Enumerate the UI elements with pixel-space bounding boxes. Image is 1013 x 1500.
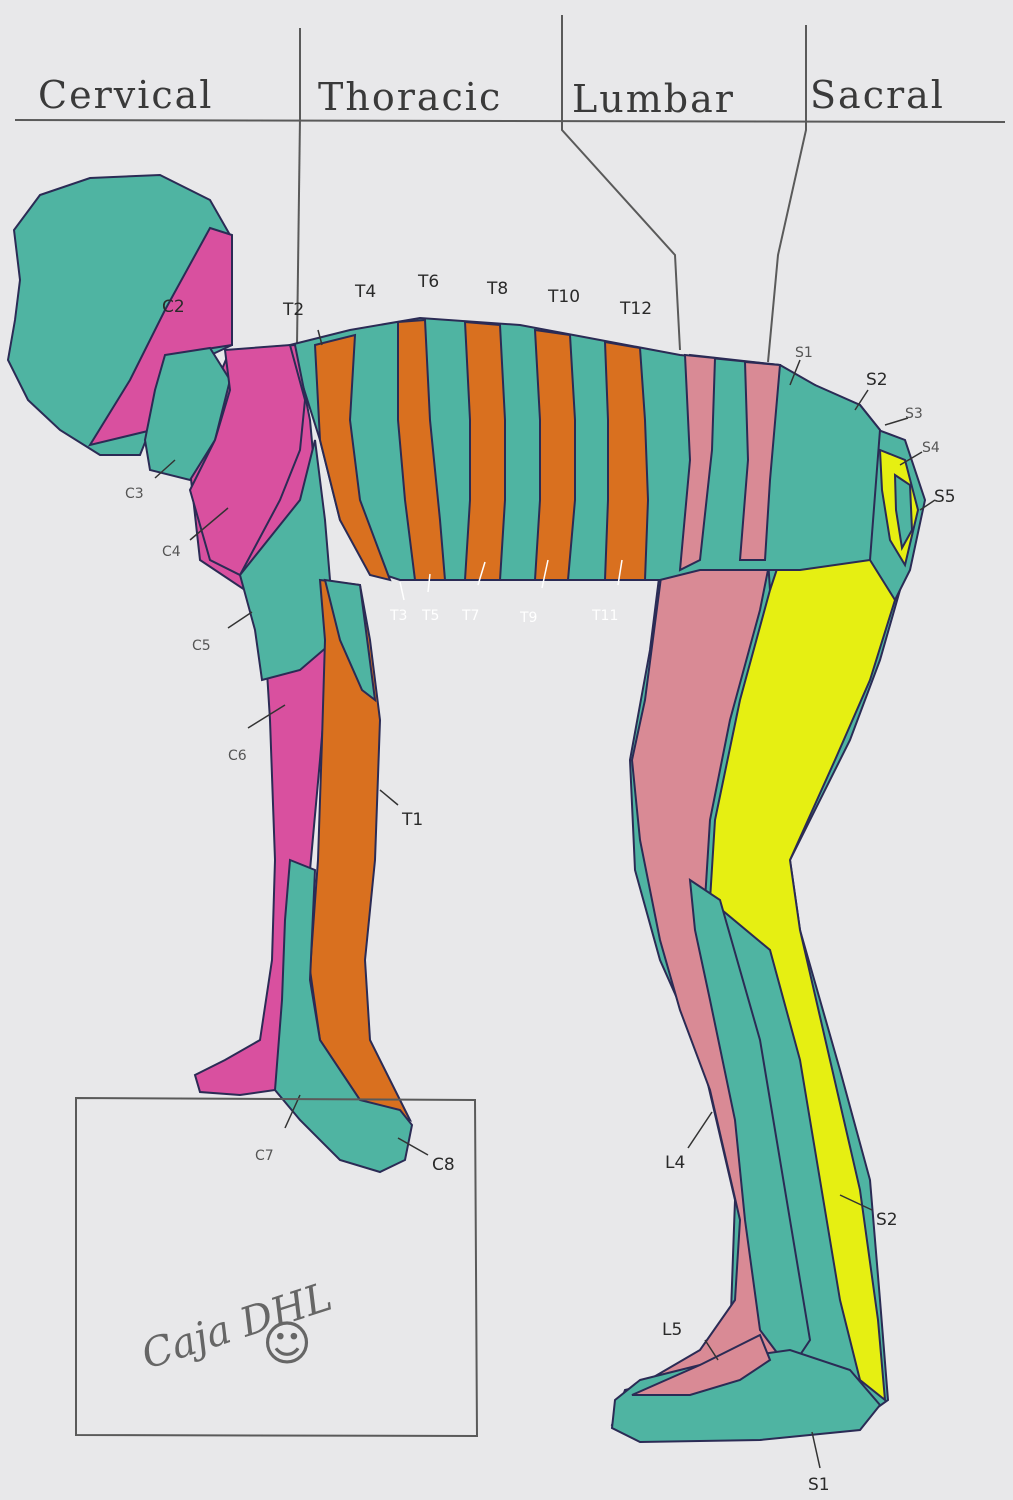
- label-s4: S4: [922, 440, 940, 456]
- label-c5: C5: [192, 638, 211, 654]
- label-t6: T6: [417, 272, 439, 292]
- label-c2: C2: [162, 297, 185, 317]
- label-l4: L4: [665, 1153, 685, 1173]
- label-t5: T5: [421, 608, 439, 624]
- header-thoracic: Thoracic: [318, 75, 502, 119]
- label-c4: C4: [162, 544, 181, 560]
- label-c8: C8: [432, 1155, 455, 1175]
- label-t3: T3: [389, 608, 407, 624]
- label-s5: S5: [934, 487, 956, 507]
- label-t9: T9: [519, 610, 537, 626]
- smiley-icon: ☺: [262, 1316, 312, 1372]
- label-c3: C3: [125, 486, 144, 502]
- label-t7: T7: [461, 608, 479, 624]
- label-t12: T12: [619, 299, 652, 319]
- stripe-t8: [535, 330, 575, 580]
- label-c6: C6: [228, 748, 247, 764]
- header-cervical: Cervical: [38, 73, 213, 117]
- label-l5: L5: [662, 1320, 682, 1340]
- label-s1-foot: S1: [808, 1475, 830, 1495]
- label-t1: T1: [401, 810, 423, 830]
- label-t4: T4: [354, 282, 376, 302]
- label-s3: S3: [905, 406, 923, 422]
- label-t10: T10: [547, 287, 580, 307]
- label-s2-leg: S2: [876, 1210, 898, 1230]
- label-s2-top: S2: [866, 370, 888, 390]
- label-t8: T8: [486, 279, 508, 299]
- header-sacral: Sacral: [810, 73, 945, 117]
- label-t11: T11: [591, 608, 618, 624]
- stripe-t6: [465, 322, 505, 580]
- header-lumbar: Lumbar: [572, 77, 735, 121]
- label-t2: T2: [282, 300, 304, 320]
- label-c7: C7: [255, 1148, 274, 1164]
- label-s1-top: S1: [795, 345, 813, 361]
- stripe-t10: [605, 342, 648, 580]
